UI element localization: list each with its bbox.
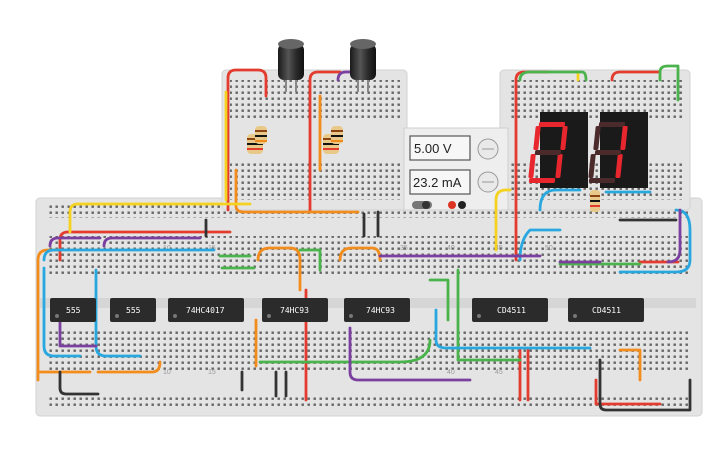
svg-text:10: 10: [163, 245, 171, 252]
svg-text:45: 45: [495, 245, 503, 252]
chip-u7[interactable]: CD4511: [568, 298, 644, 322]
chip-label: 74HC93: [280, 306, 309, 315]
chip-u1[interactable]: 555: [50, 298, 96, 322]
segment-b: [560, 126, 568, 150]
capacitor-c1[interactable]: [278, 39, 304, 92]
power-supply: 5.00 V 23.2 mA: [403, 127, 509, 211]
seven-segment-display-tens: [528, 112, 588, 188]
segment-a: [538, 122, 566, 127]
chip-label: 74HC4017: [186, 306, 225, 315]
chip-label: 74HC93: [366, 306, 395, 315]
resistors-group-1[interactable]: [247, 126, 267, 154]
svg-text:45: 45: [495, 369, 503, 376]
segment-a: [598, 122, 626, 127]
wires: [36, 64, 692, 412]
segment-g: [594, 150, 622, 155]
resistor-display[interactable]: [590, 190, 600, 212]
segment-d: [528, 178, 556, 183]
seven-segment-display-ones: [588, 112, 648, 188]
segment-g: [534, 150, 562, 155]
negative-terminal[interactable]: [458, 201, 466, 209]
segment-d: [588, 178, 616, 183]
svg-text:15: 15: [208, 369, 216, 376]
chip-label: 555: [66, 306, 81, 315]
chip-u4[interactable]: 74HC93: [262, 298, 328, 322]
capacitor-c2[interactable]: [350, 39, 376, 92]
breadboard-left-top: [221, 69, 408, 211]
segment-c: [555, 154, 563, 178]
voltage-readout: 5.00 V: [414, 141, 452, 156]
chip-u6[interactable]: CD4511: [472, 298, 548, 322]
segment-e: [528, 154, 536, 178]
segment-e: [588, 154, 596, 178]
segment-f: [533, 126, 541, 150]
chip-u3[interactable]: 74HC4017: [168, 298, 244, 322]
chip-label: CD4511: [592, 306, 621, 315]
chip-label: 555: [126, 306, 141, 315]
voltage-display: [409, 135, 471, 161]
svg-text:35: 35: [400, 245, 408, 252]
chip-u5[interactable]: 74HC93: [344, 298, 410, 322]
positive-terminal[interactable]: [448, 201, 456, 209]
svg-text:10: 10: [163, 369, 171, 376]
segment-c: [615, 154, 623, 178]
svg-text:15: 15: [208, 245, 216, 252]
current-readout: 23.2 mA: [413, 175, 462, 190]
chip-label: CD4511: [497, 306, 526, 315]
svg-text:40: 40: [447, 245, 455, 252]
column-numbers: 10 15 35 40 45 50 10 15 40 45: [163, 245, 553, 376]
resistors-group-2[interactable]: [323, 126, 343, 154]
segment-b: [620, 126, 628, 150]
current-display: [409, 169, 471, 195]
svg-text:50: 50: [545, 245, 553, 252]
svg-text:40: 40: [447, 369, 455, 376]
segment-f: [593, 126, 601, 150]
chip-u2[interactable]: 555: [110, 298, 156, 322]
